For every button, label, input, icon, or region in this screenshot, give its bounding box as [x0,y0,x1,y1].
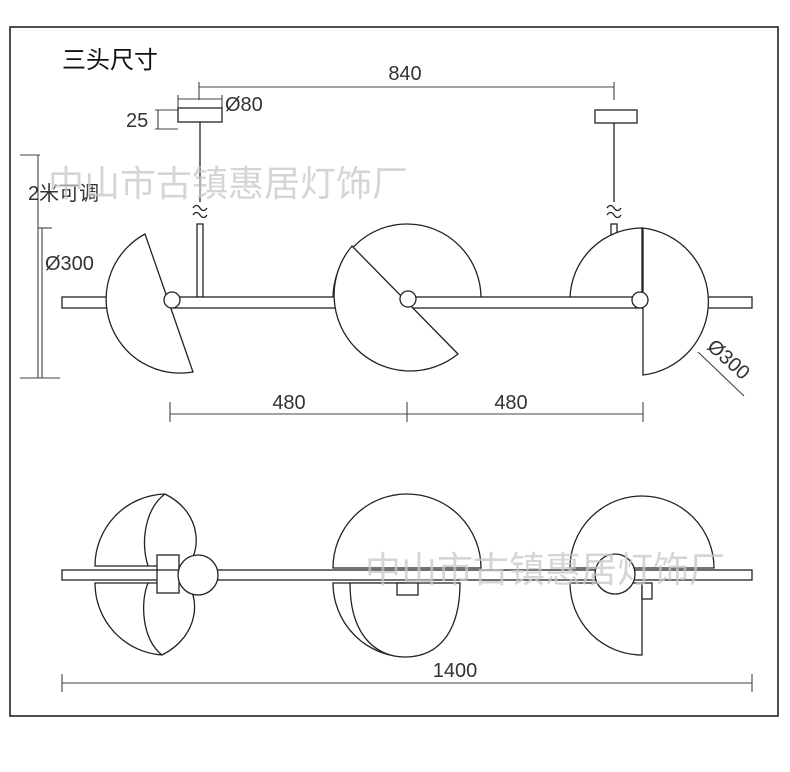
middle-shade-lower-front [349,582,461,658]
dimension-canopy-diameter: Ø80 [177,94,263,116]
left-connector [156,554,180,594]
right-shade-upper-plan [569,495,715,569]
plan-view: 1400 [61,493,753,692]
canopy-diameter-label: Ø80 [225,94,263,116]
shade-diameter-right-label: Ø300 [703,335,754,384]
drawing-title: 三头尺寸 [62,47,158,74]
right-connector [641,582,653,600]
middle-shade-lower [333,245,459,372]
left-joint-plan [177,554,219,596]
right-shade-front [642,227,709,376]
right-joint [631,291,649,309]
dimension-840: 840 [198,63,615,100]
right-break-symbol [606,204,622,219]
right-joint-plan [594,553,636,595]
left-canopy [177,107,223,123]
middle-shade-upper-plan [332,493,482,569]
dimension-cable-length: 2米可调 Ø300 [20,154,99,379]
dimension-840-label: 840 [388,63,421,85]
watermark-bottom: 中山市古镇惠居灯饰厂 [365,549,725,590]
horizontal-bar-plan [61,569,753,581]
dimension-480: 480 480 [169,392,644,422]
canopy-height-label: 25 [126,110,148,132]
dimension-1400: 1400 [61,660,753,692]
left-joint [163,291,181,309]
total-length-label: 1400 [433,660,478,682]
cable-length-label: 2米可调 [28,182,99,205]
dimension-shade-diameter-right: Ø300 [697,335,754,397]
dimension-canopy-height: 25 [126,109,178,132]
right-canopy [594,109,638,124]
left-shade [105,233,194,374]
middle-connector [396,582,419,596]
watermark-top: 中山市古镇惠居灯饰厂 [48,163,408,204]
left-rod [196,223,204,298]
spacing-right-label: 480 [494,392,527,414]
shade-diameter-left-label: Ø300 [45,253,94,275]
middle-joint [399,290,417,308]
right-shade-back [569,227,643,299]
right-shade-lower-plan [569,582,643,656]
left-shade-upper-rim [143,493,166,567]
left-shade-lower-rim [143,582,163,656]
elevation-view: 840 Ø80 25 2米可调 Ø300 [20,63,754,422]
left-break-symbol [192,204,208,219]
drawing-frame [9,26,779,717]
spacing-left-label: 480 [272,392,305,414]
